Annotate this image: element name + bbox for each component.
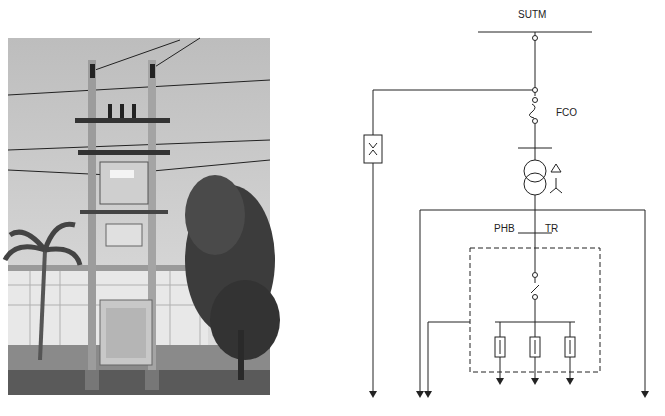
single-line-diagram [364,32,645,393]
component-label: PHB [494,224,515,234]
component-label: TR [545,224,558,234]
component-label: SUTM [518,10,546,20]
component-label: FCO [556,108,577,118]
transformer-photo [5,38,280,395]
ground-arrows [369,378,649,398]
